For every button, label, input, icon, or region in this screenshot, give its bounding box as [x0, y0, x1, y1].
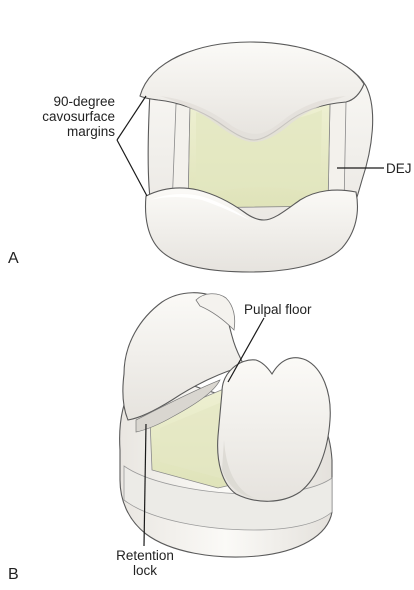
panel-letter-a: A	[8, 250, 19, 268]
leader-margins-lower	[117, 140, 147, 196]
leader-margins-upper	[117, 96, 146, 140]
panel-b-drawing	[120, 293, 332, 557]
label-margins-line-2: cavosurface	[42, 109, 115, 124]
label-margins-line-1: 90-degree	[42, 94, 115, 109]
label-cavosurface-margins: 90-degree cavosurface margins	[42, 94, 115, 139]
label-margins-line-3: margins	[42, 124, 115, 139]
panel-a-drawing	[140, 42, 373, 272]
panel-letter-b: B	[8, 566, 19, 584]
label-dej: DEJ	[386, 161, 412, 176]
label-retention-line-2: lock	[103, 563, 187, 578]
label-retention-lock: Retention lock	[103, 548, 187, 578]
label-retention-line-1: Retention	[103, 548, 187, 563]
label-pulpal-floor: Pulpal floor	[244, 302, 312, 317]
